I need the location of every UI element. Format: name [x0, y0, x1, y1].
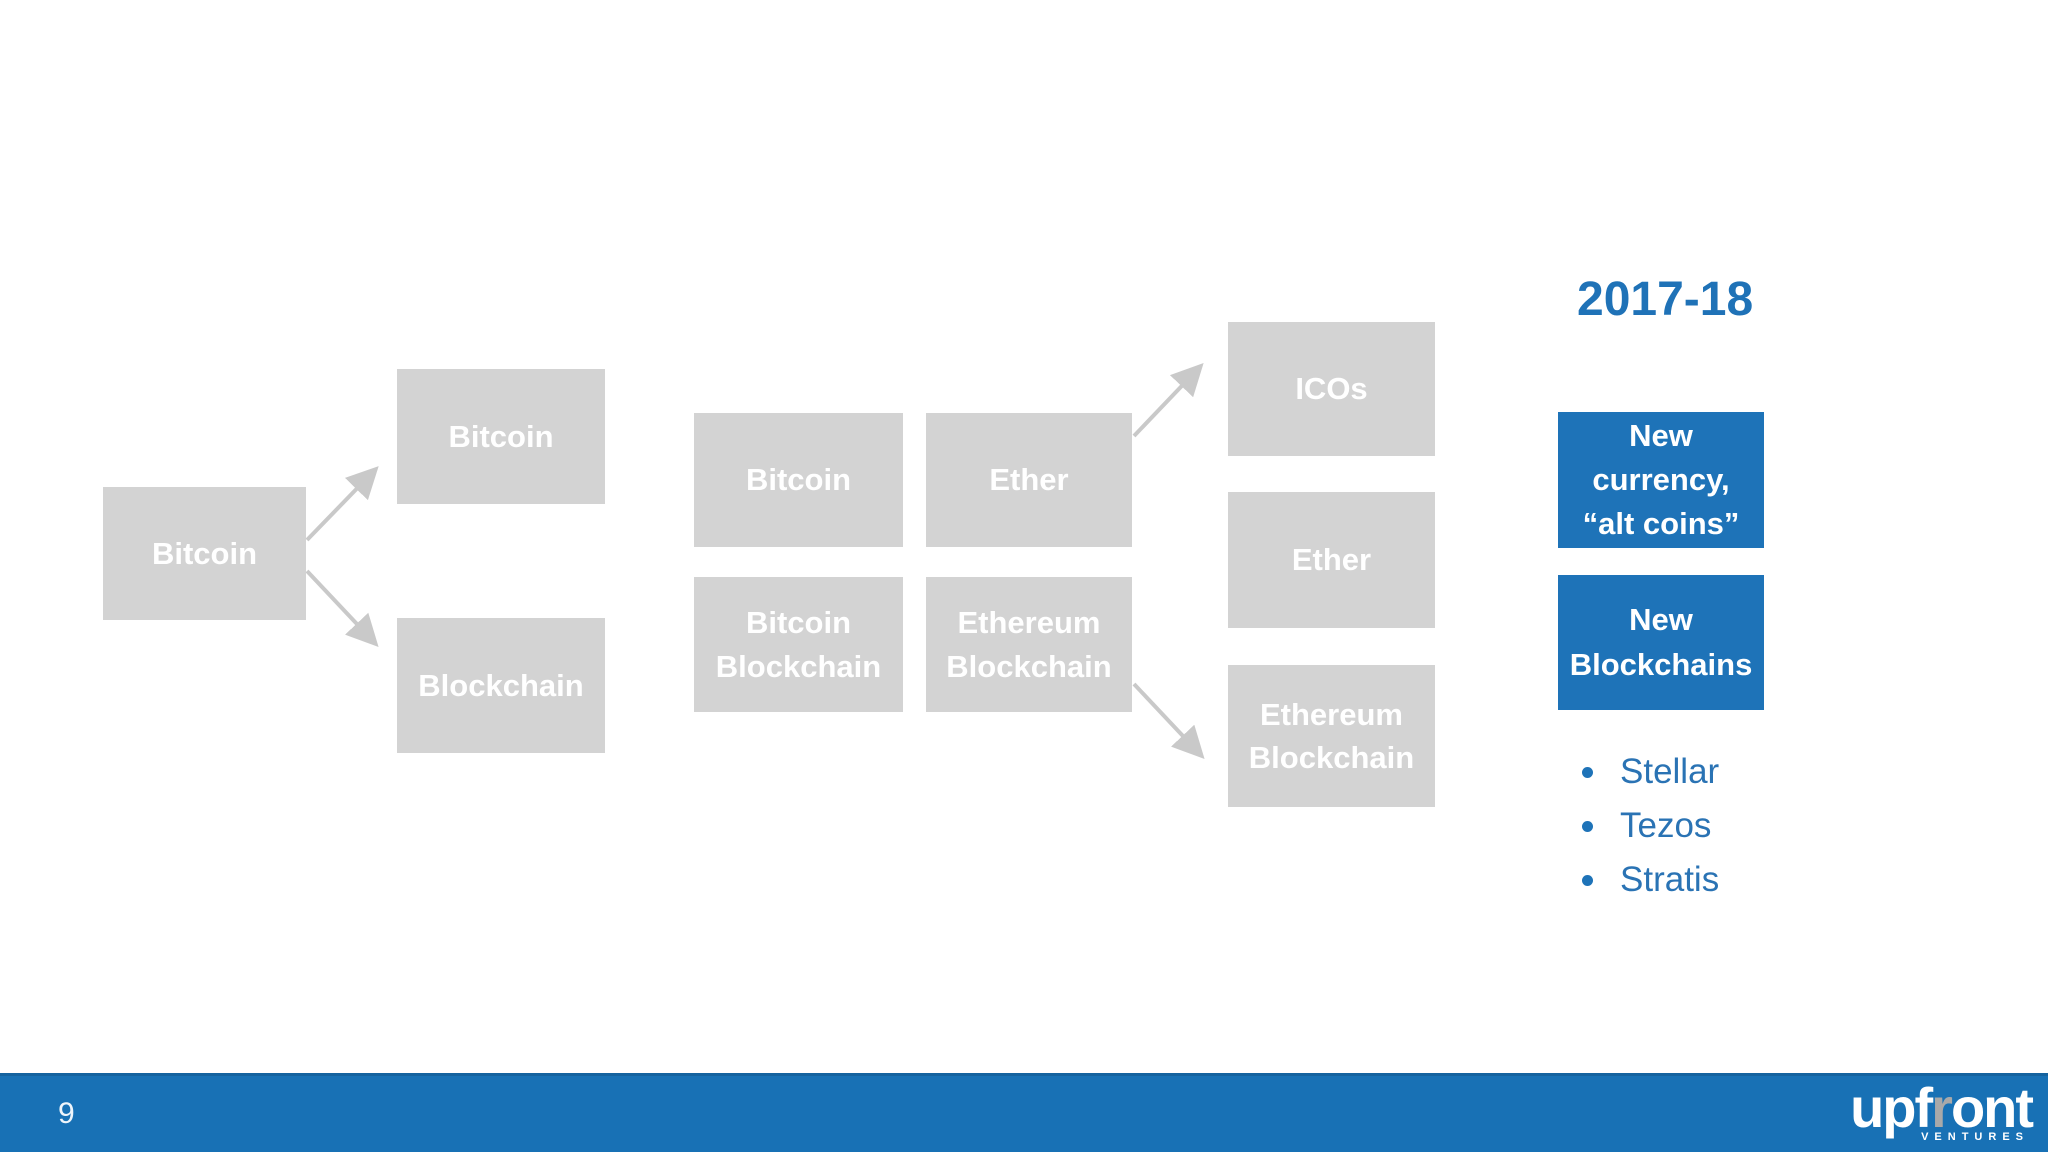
list-item-stellar: Stellar [1582, 752, 1719, 792]
bullet-icon [1582, 766, 1593, 778]
bullet-icon [1582, 874, 1593, 886]
list-item-label: Stellar [1620, 752, 1720, 791]
list-item-label: Tezos [1620, 806, 1712, 845]
highlight-box-line: New [1629, 602, 1693, 638]
node-label: Bitcoin [151, 535, 258, 571]
node-label: Bitcoin [745, 462, 852, 498]
node-ethereum-blockchain-output: Ethereum Blockchain [1228, 665, 1435, 807]
highlight-box-line: currency, [1592, 461, 1730, 497]
node-bitcoin-pair: Bitcoin [694, 413, 903, 547]
highlight-box-line: New [1629, 417, 1693, 453]
logo-text-ont: ont [1950, 1076, 2034, 1139]
arrow-ethchain-to-ethchain [1132, 682, 1205, 759]
node-label: Ether [989, 462, 1069, 498]
arrow-ether-to-icos [1132, 363, 1204, 438]
upfront-logo: upfront VENTURES [1850, 1080, 2034, 1144]
list-item-tezos: Tezos [1582, 806, 1719, 846]
highlight-box-line: “alt coins” [1582, 506, 1740, 541]
node-label: Ethereum Blockchain [1248, 696, 1415, 775]
altcoin-examples-list: Stellar Tezos Stratis [1582, 752, 1719, 914]
node-ethereum-blockchain: Ethereum Blockchain [926, 577, 1132, 712]
highlight-box-new-currency: New currency, “alt coins” [1558, 412, 1764, 548]
list-item-stratis: Stratis [1582, 860, 1719, 900]
node-label: Ethereum Blockchain [946, 605, 1112, 684]
node-ether: Ether [926, 413, 1132, 547]
footer-bar: 9 upfront VENTURES [0, 1073, 2048, 1152]
node-blockchain: Blockchain [397, 618, 605, 753]
bullet-icon [1582, 820, 1593, 832]
node-label: Bitcoin [448, 418, 554, 454]
year-heading: 2017-18 [1577, 273, 1754, 326]
highlight-box-new-blockchains: New Blockchains [1558, 575, 1764, 710]
list-item-label: Stratis [1620, 860, 1720, 899]
node-bitcoin-currency: Bitcoin [397, 369, 605, 504]
node-bitcoin-blockchain: Bitcoin Blockchain [694, 577, 903, 712]
node-bitcoin-root: Bitcoin [103, 487, 306, 620]
logo-subtext: VENTURES [1921, 1131, 2029, 1143]
arrow-root-to-blockchain [305, 569, 379, 647]
node-label: Bitcoin Blockchain [715, 605, 882, 684]
logo-text-r: r [1931, 1076, 1953, 1139]
node-ether-output: Ether [1228, 492, 1435, 628]
node-label: Ether [1291, 542, 1372, 578]
node-label: ICOs [1295, 371, 1368, 407]
highlight-box-line: Blockchains [1569, 646, 1753, 682]
logo-wordmark: upfront [1850, 1080, 2034, 1136]
node-icos: ICOs [1228, 322, 1435, 456]
logo-text-upf: upf [1850, 1076, 1933, 1139]
arrow-root-to-bitcoin [305, 466, 379, 542]
node-label: Blockchain [418, 667, 584, 703]
page-number: 9 [58, 1097, 75, 1130]
